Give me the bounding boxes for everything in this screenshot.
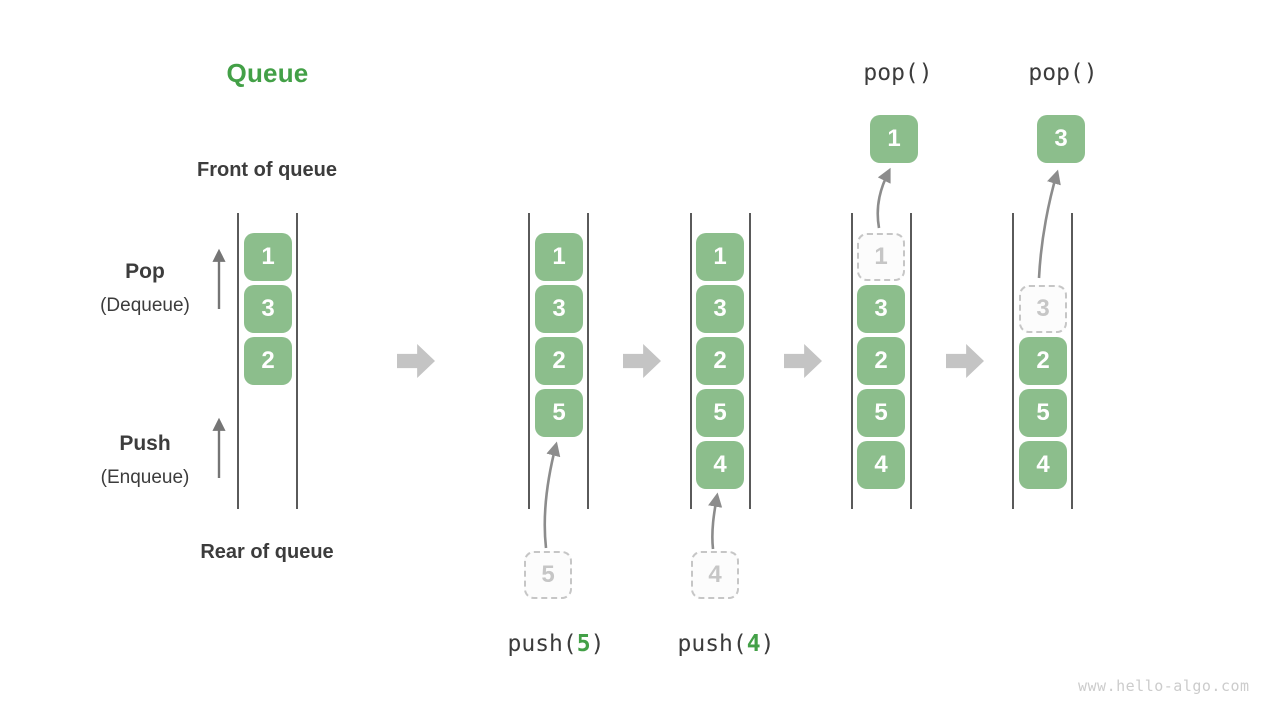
- right-arrow-icon: [397, 344, 435, 378]
- right-arrow-icon: [784, 344, 822, 378]
- queue-cell-ghost: 1: [857, 233, 905, 281]
- push-op-suffix: ): [590, 631, 605, 657]
- push-op-suffix: ): [760, 631, 775, 657]
- diagram-title: Queue: [226, 58, 309, 88]
- queue-cell-ghost: 3: [1019, 285, 1067, 333]
- push-op-label-1: push(5): [486, 631, 626, 657]
- queue-cell: 2: [857, 337, 905, 385]
- queue-cell: 5: [535, 389, 583, 437]
- queue-rails-state5: [1012, 213, 1073, 509]
- pop-op-label-1: pop(): [863, 60, 933, 86]
- dequeue-label: (Dequeue): [100, 295, 190, 316]
- right-arrow-icon: [946, 344, 984, 378]
- queue-cell: 3: [857, 285, 905, 333]
- queue-cell: 4: [1019, 441, 1067, 489]
- push-label: Push: [119, 432, 171, 455]
- queue-cell: 1: [696, 233, 744, 281]
- queue-rails-state1: [237, 213, 298, 509]
- push-op-arg: 4: [746, 631, 761, 657]
- queue-rails-state2: [528, 213, 589, 509]
- queue-cell: 2: [696, 337, 744, 385]
- queue-cell: 1: [535, 233, 583, 281]
- queue-cell: 1: [244, 233, 292, 281]
- incoming-element-5: 5: [524, 551, 572, 599]
- queue-cell: 5: [1019, 389, 1067, 437]
- popped-element-1: 1: [870, 115, 918, 163]
- queue-cell: 3: [696, 285, 744, 333]
- queue-rails-state4: [851, 213, 912, 509]
- push-op-prefix: push(: [677, 631, 747, 657]
- push-op-prefix: push(: [507, 631, 577, 657]
- queue-cell: 3: [535, 285, 583, 333]
- queue-cell: 2: [1019, 337, 1067, 385]
- push-op-label-2: push(4): [656, 631, 796, 657]
- push-op-arg: 5: [576, 631, 591, 657]
- queue-cell: 5: [857, 389, 905, 437]
- queue-cell: 4: [857, 441, 905, 489]
- pop-label: Pop: [125, 260, 165, 283]
- front-of-queue-label: Front of queue: [197, 159, 337, 181]
- right-arrow-icon: [623, 344, 661, 378]
- watermark: www.hello-algo.com: [1078, 677, 1250, 695]
- pop-dequeue-label: Pop (Dequeue): [60, 259, 230, 318]
- push-enqueue-label: Push (Enqueue): [60, 431, 230, 490]
- queue-cell: 5: [696, 389, 744, 437]
- rear-of-queue-label: Rear of queue: [200, 541, 334, 563]
- queue-cell: 3: [244, 285, 292, 333]
- queue-cell: 2: [244, 337, 292, 385]
- queue-cell: 4: [696, 441, 744, 489]
- queue-rails-state3: [690, 213, 751, 509]
- enqueue-label: (Enqueue): [100, 467, 190, 488]
- incoming-element-4: 4: [691, 551, 739, 599]
- popped-element-3: 3: [1037, 115, 1085, 163]
- queue-cell: 2: [535, 337, 583, 385]
- pop-op-label-2: pop(): [1028, 60, 1098, 86]
